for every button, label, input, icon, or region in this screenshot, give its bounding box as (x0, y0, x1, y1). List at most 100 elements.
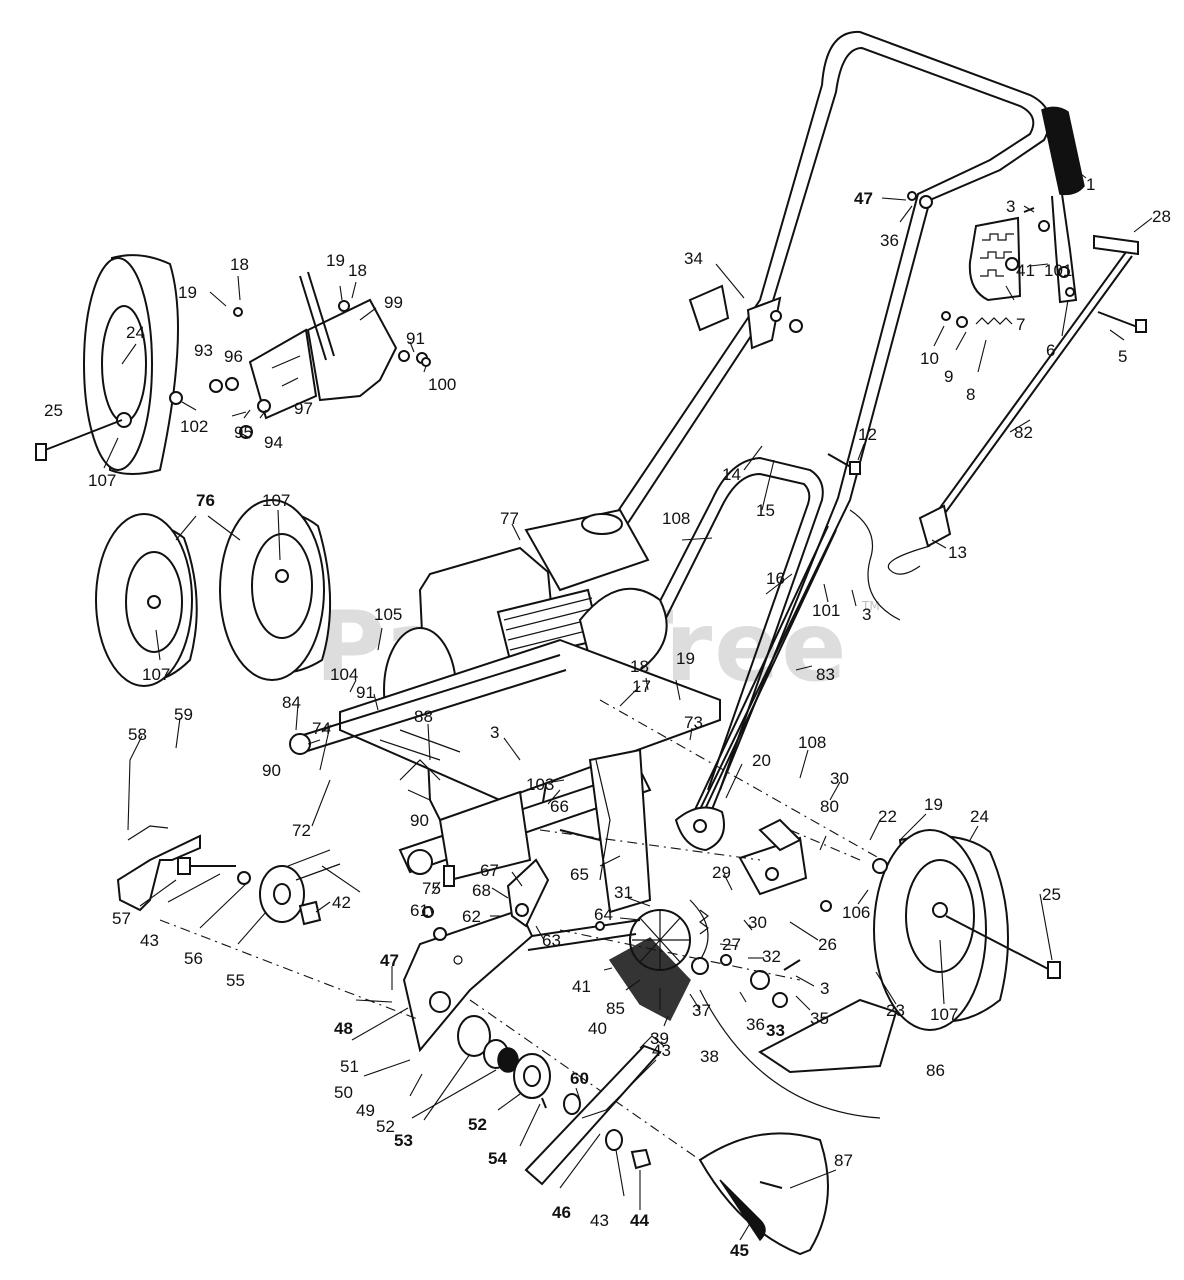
label-107b: 107 (262, 491, 290, 510)
label-88: 88 (414, 707, 433, 726)
label-32: 32 (762, 947, 781, 966)
label-97: 97 (294, 399, 313, 418)
label-63: 63 (542, 931, 561, 950)
label-95: 95 (234, 423, 253, 442)
label-25: 25 (44, 401, 63, 420)
blade-cover (698, 1132, 829, 1256)
label-107d: 107 (930, 1005, 958, 1024)
label-90: 90 (262, 761, 281, 780)
label-96: 96 (224, 347, 243, 366)
blade-drive (559, 899, 801, 1022)
cable-end (849, 504, 952, 621)
label-18c: 18 (630, 657, 649, 676)
handle-assembly (611, 30, 1051, 835)
label-86: 86 (926, 1061, 945, 1080)
label-72: 72 (292, 821, 311, 840)
label-39: 39 (650, 1029, 669, 1048)
label-26: 26 (818, 935, 837, 954)
label-24b: 24 (970, 807, 989, 826)
label-3b: 3 (862, 605, 871, 624)
label-34: 34 (684, 249, 703, 268)
leader-lines (103, 169, 1153, 1241)
label-85: 85 (606, 999, 625, 1018)
idler-pulley (159, 849, 421, 1021)
label-54: 54 (488, 1149, 507, 1168)
label-30: 30 (830, 769, 849, 788)
label-57: 57 (112, 909, 131, 928)
label-28: 28 (1152, 207, 1171, 226)
label-65: 65 (570, 865, 589, 884)
label-80: 80 (820, 797, 839, 816)
label-10: 10 (920, 349, 939, 368)
label-49: 49 (356, 1101, 375, 1120)
label-3: 3 (1006, 197, 1015, 216)
wheel-left-front (95, 513, 198, 687)
label-14: 14 (722, 465, 741, 484)
label-48: 48 (334, 1019, 353, 1038)
label-58: 58 (128, 725, 147, 744)
label-77: 77 (500, 509, 519, 528)
label-27: 27 (722, 935, 741, 954)
label-60: 60 (570, 1069, 589, 1088)
label-13: 13 (948, 543, 967, 562)
frame (289, 638, 721, 914)
label-87: 87 (834, 1151, 853, 1170)
wheel-left-rear (219, 499, 332, 681)
wheel-height-bracket (209, 271, 431, 439)
label-43: 43 (140, 931, 159, 950)
wheel-top-left (35, 254, 183, 475)
label-16: 16 (766, 569, 785, 588)
label-101: 101 (1044, 261, 1072, 280)
label-51: 51 (340, 1057, 359, 1076)
label-1: 1 (1086, 175, 1095, 194)
label-90b: 90 (410, 811, 429, 830)
left-guard (116, 825, 236, 912)
label-44: 44 (630, 1211, 649, 1230)
label-55: 55 (226, 971, 245, 990)
handle-bolts (827, 191, 1147, 475)
label-93: 93 (194, 341, 213, 360)
label-66: 66 (550, 797, 569, 816)
label-100: 100 (428, 375, 456, 394)
label-40: 40 (588, 1019, 607, 1038)
blade-guard-86 (758, 998, 898, 1074)
label-5: 5 (1118, 347, 1127, 366)
label-84: 84 (282, 693, 301, 712)
label-18: 18 (348, 261, 367, 280)
label-3d: 3 (820, 979, 829, 998)
label-61: 61 (410, 901, 429, 920)
label-31: 31 (614, 883, 633, 902)
label-82: 82 (1014, 423, 1033, 442)
label-36b: 36 (746, 1015, 765, 1034)
label-43c: 43 (590, 1211, 609, 1230)
side-plate (402, 908, 641, 1053)
label-25b: 25 (1042, 885, 1061, 904)
label-19c: 19 (676, 649, 695, 668)
label-107c: 107 (142, 665, 170, 684)
label-108b: 108 (798, 733, 826, 752)
label-47b: 47 (380, 951, 399, 970)
label-41: 41 (572, 977, 591, 996)
label-24: 24 (126, 323, 145, 342)
label-107: 107 (88, 471, 116, 490)
label-108: 108 (662, 509, 690, 528)
label-41: 41 (1016, 261, 1035, 280)
label-20: 20 (752, 751, 771, 770)
label-3c: 3 (490, 723, 499, 742)
label-43b: 43 (652, 1041, 671, 1060)
label-45: 45 (730, 1241, 749, 1260)
label-12: 12 (858, 425, 877, 444)
label-17: 17 (632, 677, 651, 696)
label-91b: 91 (356, 683, 375, 702)
label-33: 33 (766, 1021, 785, 1040)
label-22: 22 (878, 807, 897, 826)
label-19b: 19 (178, 283, 197, 302)
label-50: 50 (334, 1083, 353, 1102)
label-23: 23 (886, 1001, 905, 1020)
label-52: 52 (376, 1117, 395, 1136)
label-53: 53 (394, 1131, 413, 1150)
label-47: 47 (854, 189, 873, 208)
label-64: 64 (594, 905, 613, 924)
label-8: 8 (966, 385, 975, 404)
